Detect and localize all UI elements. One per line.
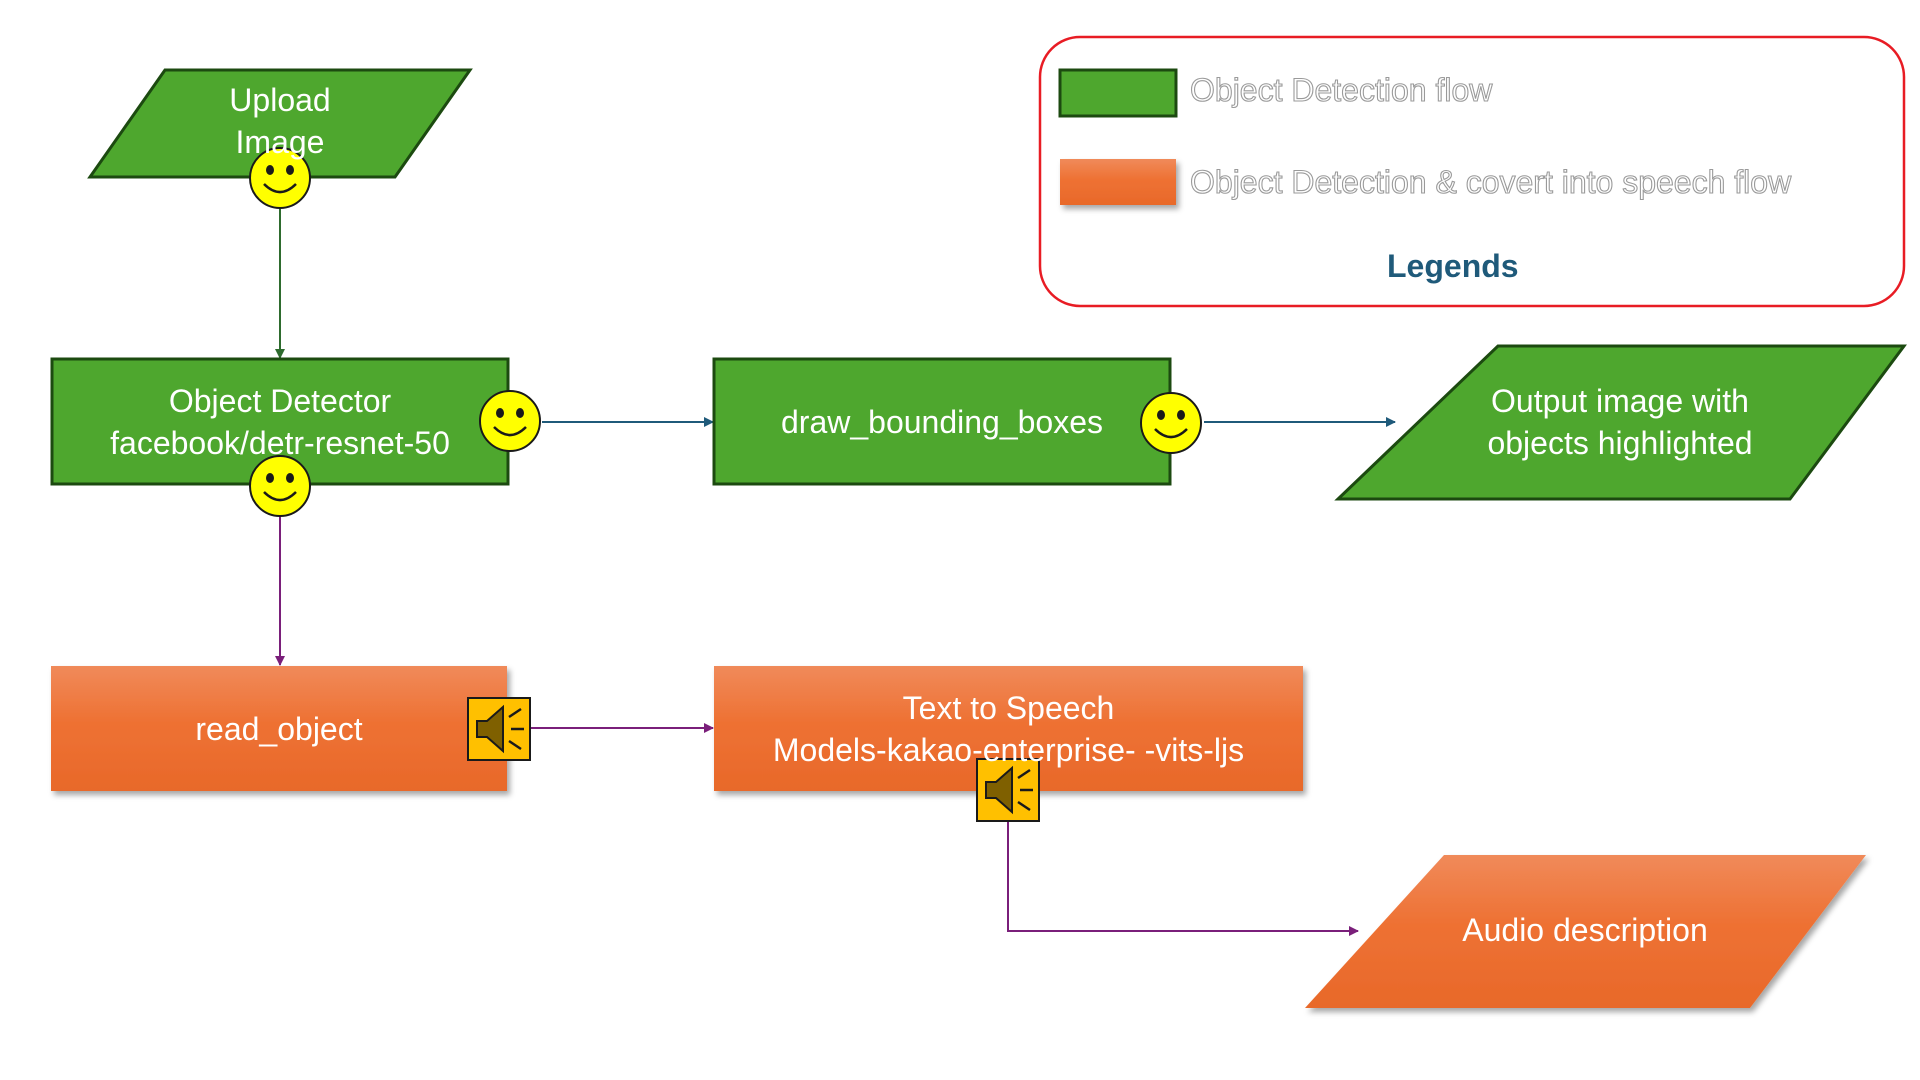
object-detector-label: Object Detector facebook/detr-resnet-50 bbox=[110, 382, 450, 461]
audio-description-node bbox=[1305, 855, 1866, 1008]
object-detector-node bbox=[50, 357, 510, 486]
output-image-node bbox=[1334, 344, 1907, 501]
read-object-node bbox=[51, 666, 507, 791]
text-to-speech-label: Text to Speech Models-kakao-enterprise- … bbox=[772, 689, 1245, 768]
legend-green-swatch bbox=[1058, 68, 1178, 118]
draw-bounding-boxes-node bbox=[712, 357, 1172, 486]
upload-image-label: Upload Image bbox=[229, 82, 331, 160]
upload-image-node bbox=[87, 68, 473, 179]
legend-orange-label: Object Detection & covert into speech fl… bbox=[1189, 163, 1792, 200]
connector-tts-to-audio bbox=[1007, 820, 1359, 936]
audio-description-label: Audio description bbox=[1462, 912, 1708, 948]
legend-orange-swatch bbox=[1060, 159, 1176, 205]
draw-bounding-boxes-label: draw_bounding_boxes bbox=[780, 403, 1104, 440]
read-object-label: read_object bbox=[195, 710, 363, 747]
legend-box bbox=[1038, 35, 1906, 308]
legend-green-label: Object Detection flow bbox=[1189, 71, 1493, 108]
output-image-label: Output image with objects highlighted bbox=[1487, 382, 1753, 461]
legend-title: Legends bbox=[1387, 248, 1519, 284]
